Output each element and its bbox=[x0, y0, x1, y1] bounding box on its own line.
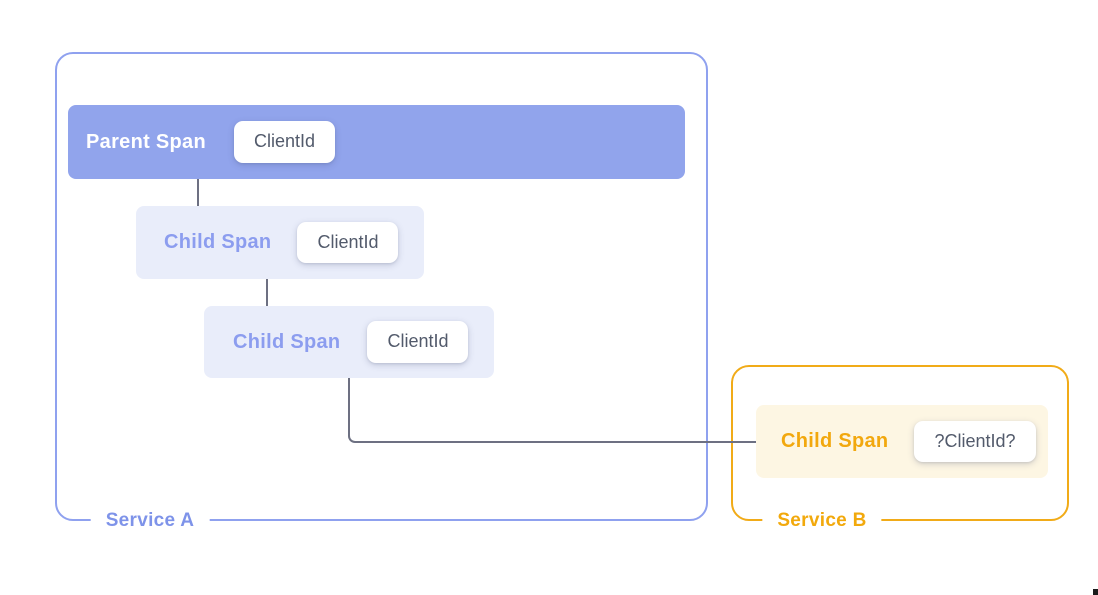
service-b-missing-clientid-badge: ?ClientId? bbox=[914, 420, 1036, 463]
child-span-1-label: Child Span bbox=[164, 231, 272, 253]
connector-child1-to-child2 bbox=[266, 279, 268, 306]
service-b-child-span-bar: Child Span ?ClientId? bbox=[756, 405, 1048, 478]
connector-child2-to-service-b bbox=[348, 378, 756, 443]
parent-span-clientid-badge: ClientId bbox=[234, 121, 336, 163]
child-span-2-bar: Child Span ClientId bbox=[204, 306, 494, 378]
child-span-1-bar: Child Span ClientId bbox=[136, 206, 424, 279]
service-a-boundary-box bbox=[55, 52, 708, 521]
child-span-2-label: Child Span bbox=[233, 330, 341, 353]
parent-span-label: Parent Span bbox=[86, 130, 206, 153]
child-span-2-clientid-badge: ClientId bbox=[367, 321, 469, 363]
service-b-label: Service B bbox=[762, 510, 882, 532]
parent-span-bar: Parent Span ClientId bbox=[68, 105, 685, 179]
corner-artifact-mark bbox=[1093, 589, 1098, 595]
connector-parent-to-child1 bbox=[197, 179, 199, 206]
child-span-1-clientid-badge: ClientId bbox=[297, 221, 399, 264]
service-b-child-span-label: Child Span bbox=[781, 430, 889, 452]
service-a-label: Service A bbox=[90, 510, 210, 532]
service-b-boundary-box bbox=[731, 365, 1069, 521]
